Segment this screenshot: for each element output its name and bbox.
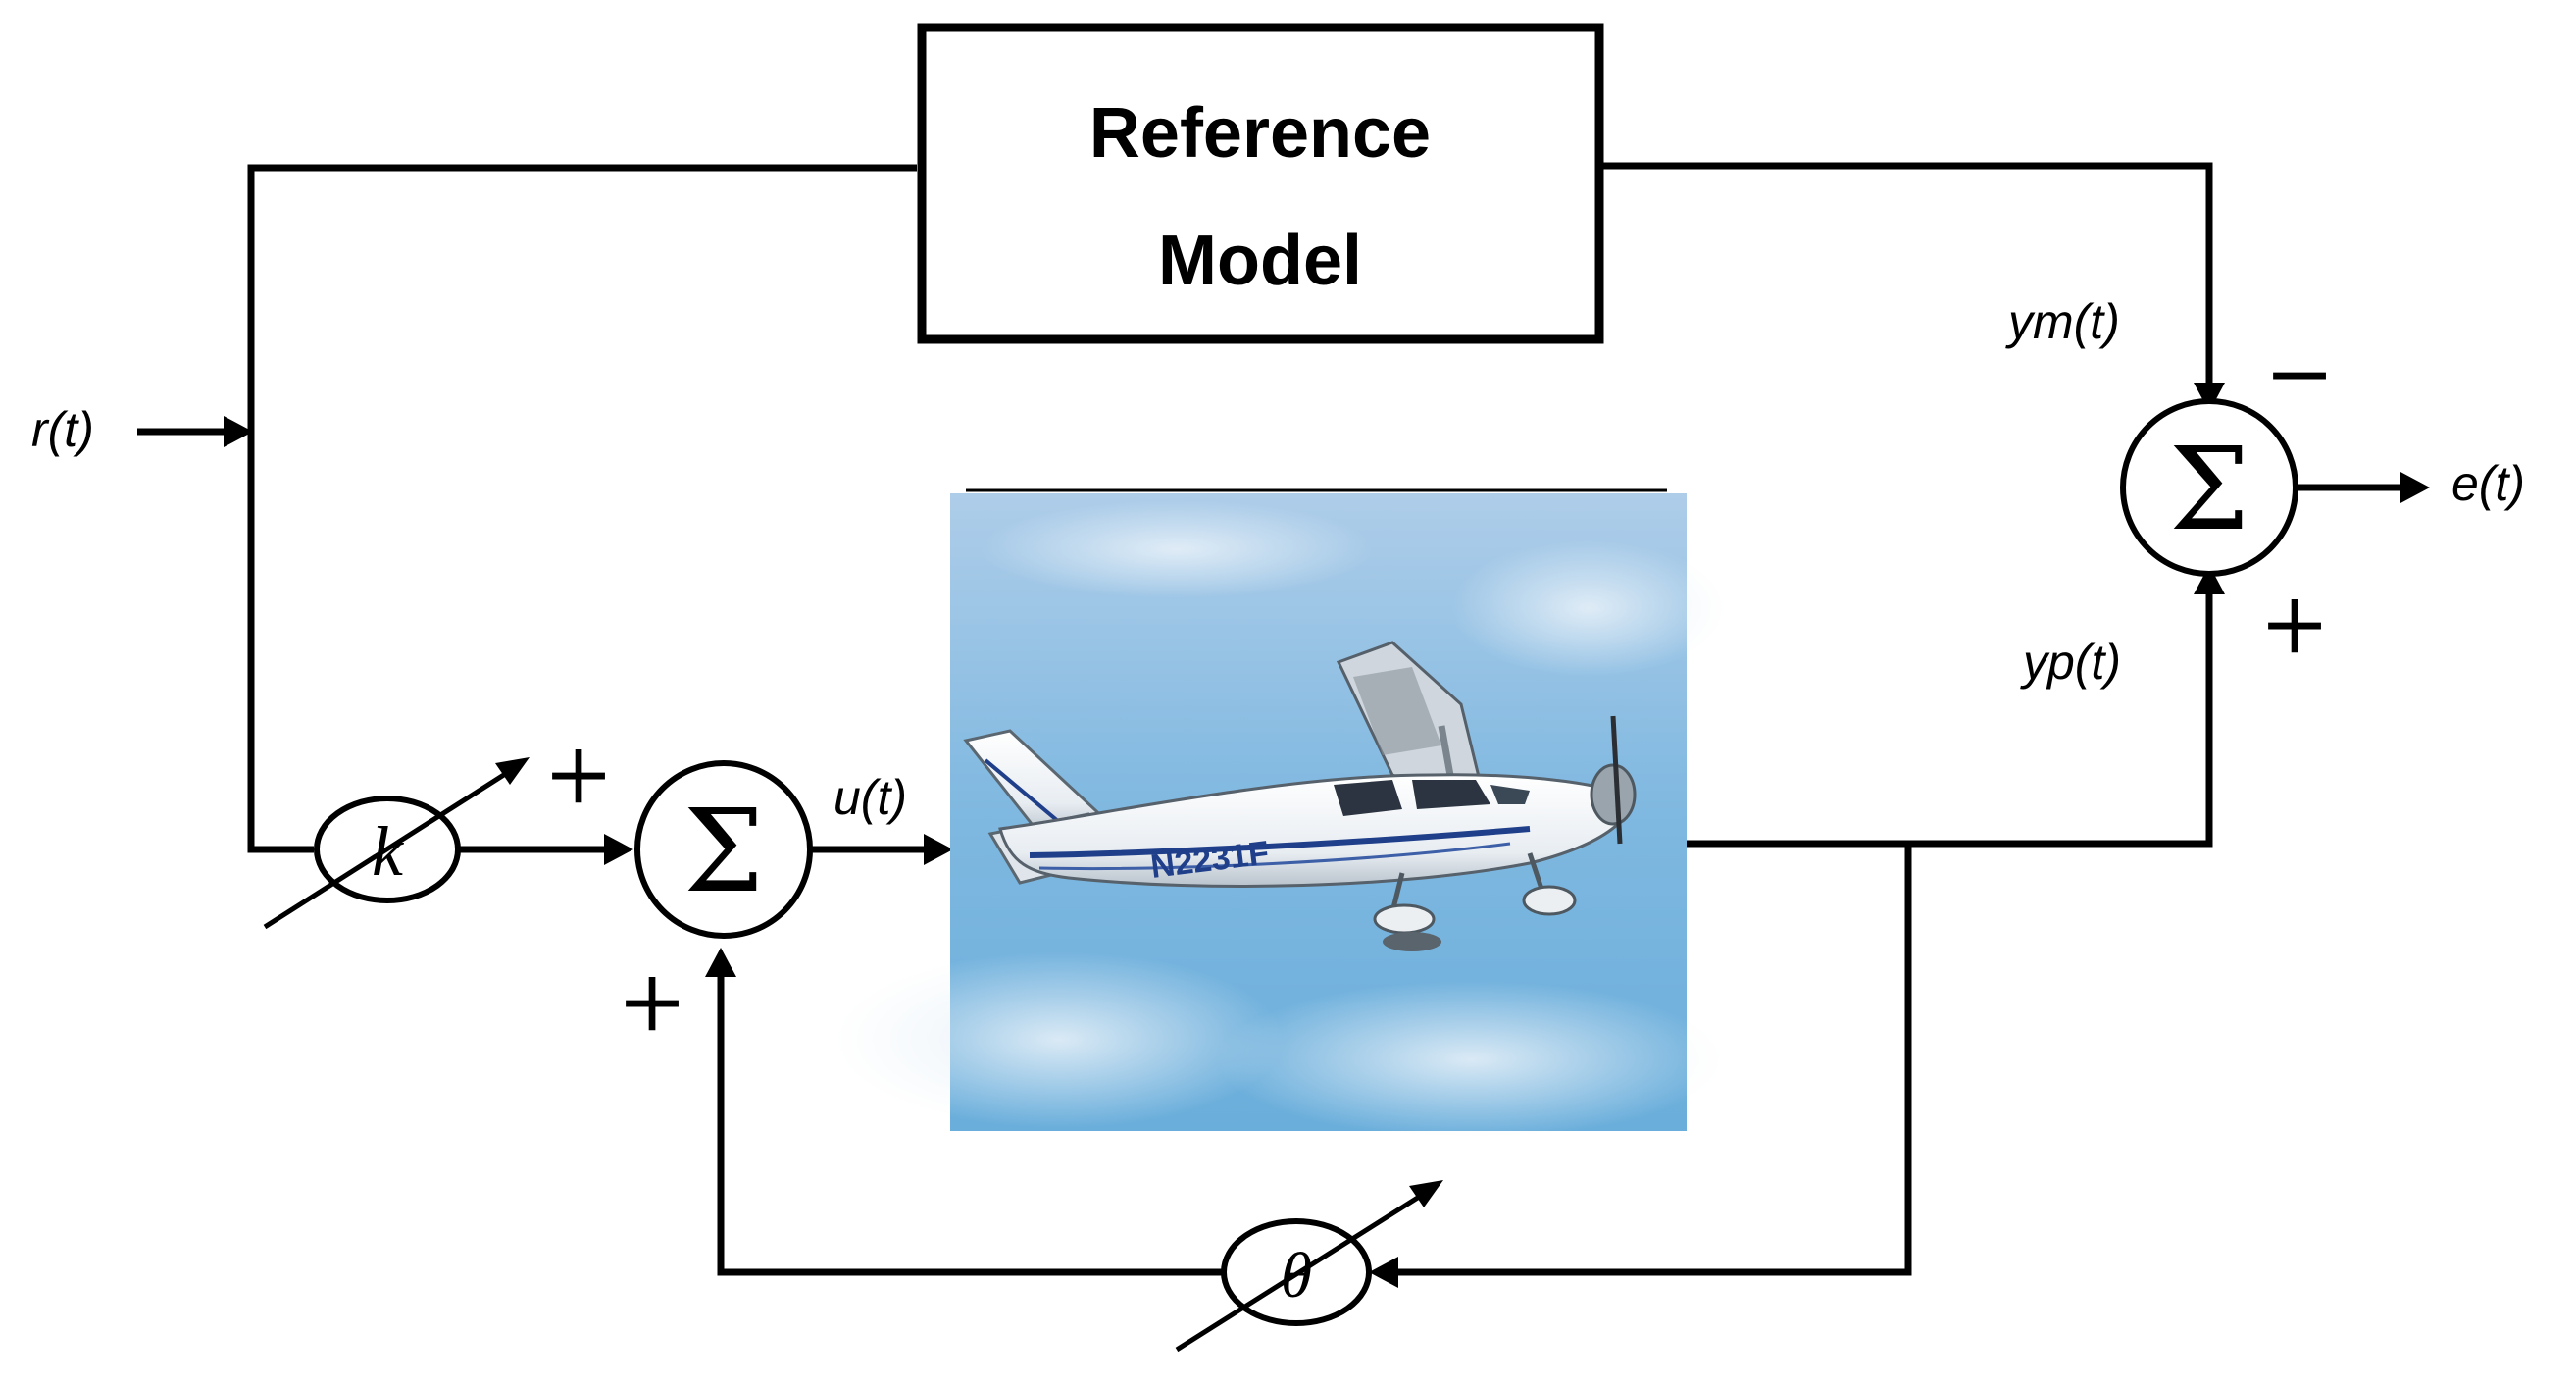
gain-k-block: k [263, 757, 530, 930]
control-signal-label: u(t) [833, 770, 907, 825]
input-signal-label: r(t) [31, 402, 94, 457]
input-arrow [137, 416, 253, 447]
reference-model-title-line1: Reference [1089, 94, 1431, 173]
gain-k-label: k [372, 812, 405, 891]
plant-output-line [1683, 565, 2225, 848]
plant-aircraft-image: N2231F [833, 488, 1726, 1138]
model-output-line [1600, 162, 2225, 412]
gain-theta-block: θ [1175, 1180, 1443, 1353]
control-summer-symbol: Σ [683, 786, 764, 918]
plant-output-label: yp(t) [2020, 635, 2121, 690]
input-bus [247, 164, 917, 853]
adaptation-arrow-theta [1175, 1191, 1426, 1353]
control-signal-line [810, 834, 953, 865]
sign-plant-input: + [2259, 575, 2330, 673]
model-output-label: ym(t) [2005, 294, 2120, 349]
sign-model-input: − [2264, 325, 2335, 423]
adaptation-arrow-k [263, 768, 512, 930]
feedback-line [705, 844, 1912, 1288]
error-output-arrow [2298, 472, 2430, 503]
k-to-sum-line [456, 834, 633, 865]
control-summer: Σ [634, 760, 813, 939]
sign-k-input: + [543, 725, 614, 823]
reference-model-title-line2: Model [1158, 222, 1362, 300]
reference-model-block: Reference Model [917, 23, 1604, 344]
error-signal-label: e(t) [2451, 456, 2525, 511]
error-summer-symbol: Σ [2169, 424, 2249, 556]
error-summer: Σ [2120, 398, 2298, 577]
sign-feedback-input: + [617, 952, 687, 1051]
